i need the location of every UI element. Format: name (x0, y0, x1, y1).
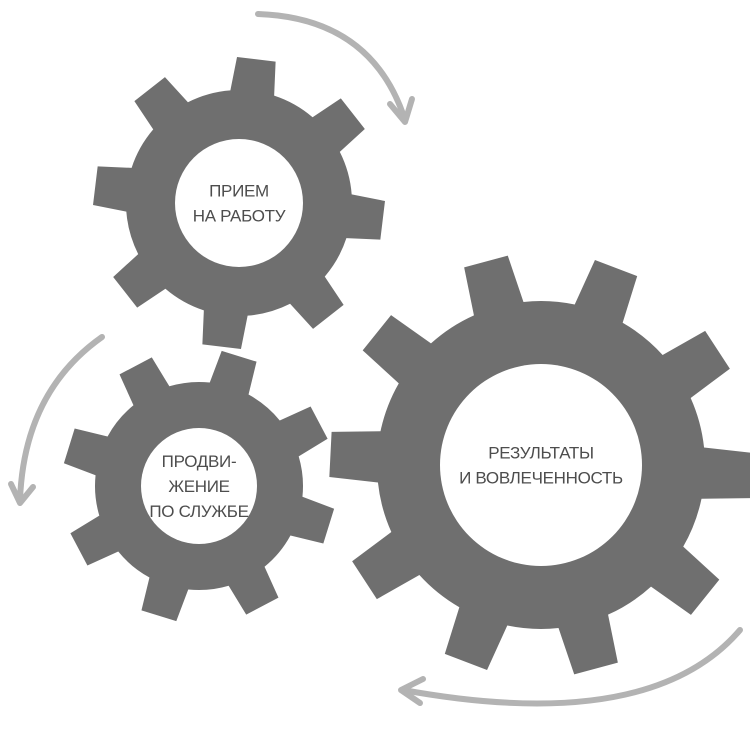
gear-hiring-label: ПРИЕМ НА РАБОТУ (193, 181, 286, 225)
gear-promotion-label: ПРОДВИ- ЖЕНИЕ ПО СЛУЖБЕ (149, 452, 248, 521)
gear-results-label: РЕЗУЛЬТАТЫ И ВОВЛЕЧЕННОСТЬ (459, 443, 623, 487)
gear-results-label-line: РЕЗУЛЬТАТЫ (488, 443, 594, 462)
gear-results-hub (440, 364, 642, 566)
gear-promotion-label-line: ЖЕНИЕ (168, 477, 229, 496)
gear-promotion: ПРОДВИ- ЖЕНИЕ ПО СЛУЖБЕ (63, 350, 335, 622)
gear-hiring: ПРИЕМ НА РАБОТУ (93, 57, 385, 349)
gear-results-label-line: И ВОВЛЕЧЕННОСТЬ (459, 468, 623, 487)
gear-hiring-label-line: НА РАБОТУ (193, 206, 286, 225)
gear-promotion-label-line: ПРОДВИ- (162, 452, 237, 471)
gear-hiring-label-line: ПРИЕМ (209, 181, 269, 200)
cycle-arrows (8, 11, 743, 707)
arrow-bottom (398, 627, 743, 707)
arrow-top-right (255, 11, 415, 125)
gear-results: РЕЗУЛЬТАТЫ И ВОВЛЕЧЕННОСТЬ (329, 255, 750, 675)
arrow-left (8, 334, 105, 506)
gear-promotion-label-line: ПО СЛУЖБЕ (149, 502, 248, 521)
gear-promotion-hub (141, 428, 257, 544)
gear-hiring-hub (175, 139, 303, 267)
